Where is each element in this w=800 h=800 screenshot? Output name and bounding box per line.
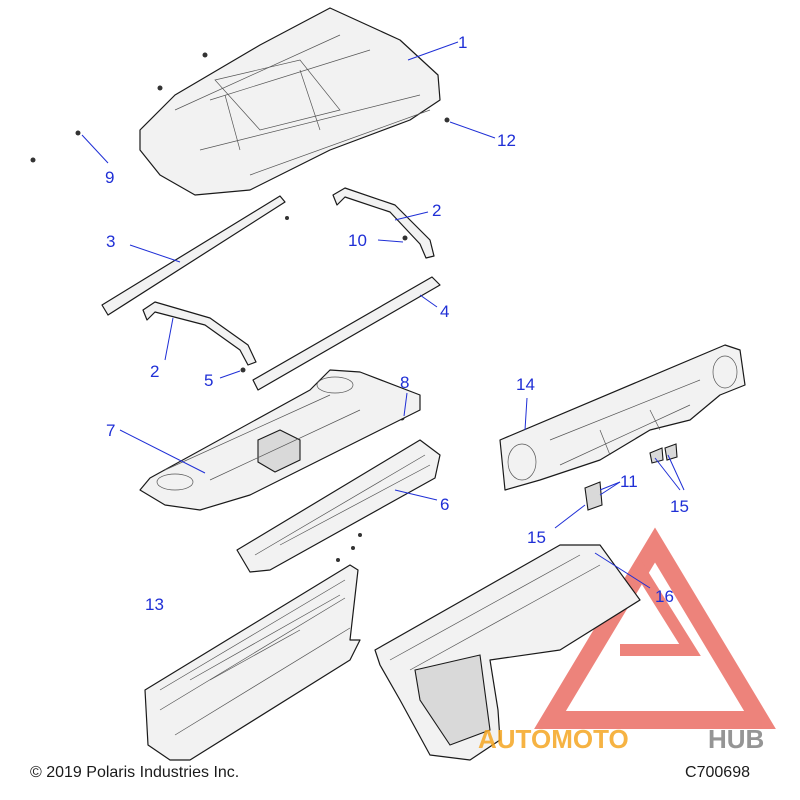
callout-10: 10 [348,231,367,250]
bracket-11-15 [584,443,678,511]
headliner-panel [139,369,421,511]
seal-strip-left [101,195,286,316]
watermark-text: AUTOMOTO HUB [478,724,764,754]
dash-frame [499,344,746,491]
seal-strip-right [252,276,441,391]
callout-13: 13 [145,595,164,614]
callout-12: 12 [497,131,516,150]
callout-4: 4 [440,302,449,321]
trim-arc-lower [142,301,257,366]
diagram-code: C700698 [685,764,750,781]
roof-panel [139,7,441,196]
callout-5: 5 [204,371,213,390]
callout-16: 16 [655,587,674,606]
copyright-text: © 2019 Polaris Industries Inc. [30,764,240,781]
callout-15-left: 15 [527,528,546,547]
callout-15-right: 15 [670,497,689,516]
callout-14: 14 [516,375,535,394]
callout-7: 7 [106,421,115,440]
rear-wall-panel [144,564,361,761]
callout-2-lower: 2 [150,362,159,381]
callout-6: 6 [440,495,449,514]
trim-arc-upper [332,187,435,259]
leader-lines [81,41,685,589]
callout-8: 8 [400,373,409,392]
watermark-text-hub: HUB [708,724,764,754]
callout-11: 11 [620,472,638,491]
callout-9: 9 [105,168,114,187]
floor-tub-panel [374,544,641,761]
callout-3: 3 [106,232,115,251]
watermark-text-auto: AUTOMOTO [478,724,629,754]
callouts: 1 2 3 2 10 4 5 8 7 6 9 12 14 11 15 15 16… [105,33,689,614]
callout-2-upper: 2 [432,201,441,220]
callout-1: 1 [458,33,467,52]
lower-panel [236,439,441,573]
